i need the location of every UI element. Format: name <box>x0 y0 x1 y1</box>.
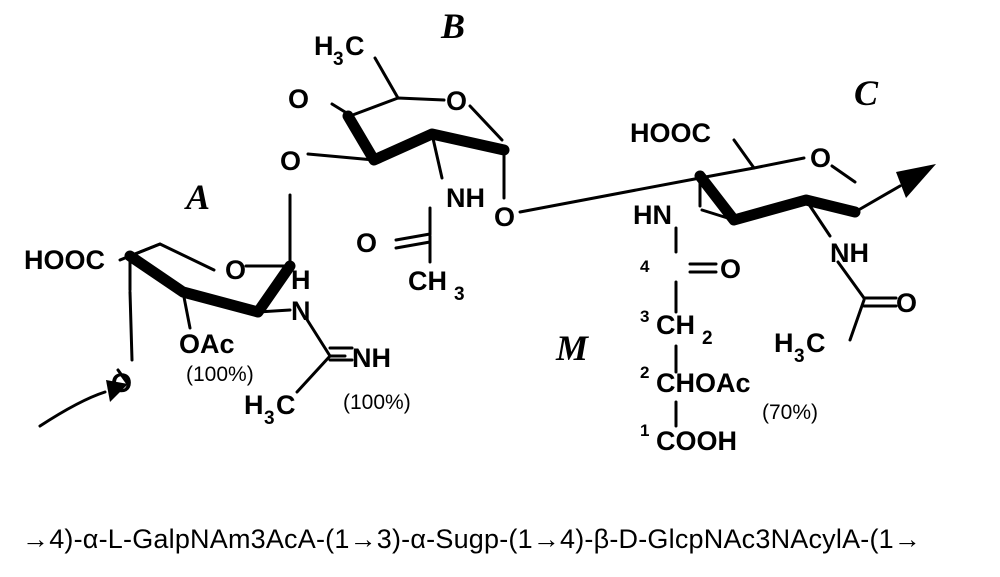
ring-b: B H 3 C O O NH O CH 3 O <box>288 6 702 305</box>
locant-2: 2 <box>640 363 649 382</box>
ring-c: C HOOC O HN NH O H 3 C <box>630 73 936 367</box>
acetyl-oxygen-c: O <box>896 288 917 318</box>
sequence-formula: →4)-α-L-GalpNAm3AcA-(1→3)-α-Sugp-(1→4)-β… <box>22 524 922 554</box>
methyl-subscript-b: 3 <box>333 49 344 70</box>
methyl-c-b: C <box>345 31 365 61</box>
ring-c-label: C <box>854 73 879 113</box>
c4-o4-bond-a <box>128 290 134 362</box>
c3-n-bond-c <box>700 208 736 222</box>
choac-percent-m: (70%) <box>762 401 818 424</box>
acetyl-oxygen-b: O <box>356 228 377 258</box>
carboxyl-a: HOOC <box>24 245 105 275</box>
methyl-h-a: H <box>244 390 264 420</box>
c2-n-bond-a <box>256 308 292 314</box>
imine-a: NH <box>352 343 391 373</box>
methyl-subscript-a: 3 <box>264 408 275 429</box>
ring-oxygen-c: O <box>810 143 831 173</box>
bridge-oxygen-b: O <box>494 202 515 232</box>
amidine-percent-a: (100%) <box>343 391 411 414</box>
c5-carboxyl-bond-c <box>732 138 756 170</box>
keto-oxygen-b: O <box>288 84 309 114</box>
methylene-m: CH <box>656 310 695 340</box>
c3-oac-bond-a <box>181 290 192 330</box>
carboxylic-acid-m: COOH <box>656 426 737 456</box>
acetyl-subscript-b: 3 <box>454 284 465 305</box>
acetyl-subscript-c: 3 <box>794 346 805 367</box>
ring-oxygen-a: O <box>225 255 246 285</box>
carboxyl-c: HOOC <box>630 118 711 148</box>
ring-oxygen-b: O <box>446 86 467 116</box>
chain-m-label: M <box>555 328 590 368</box>
ring-a: A HOOC O OAc (100%) H N NH H 3 C (100%) … <box>24 146 411 429</box>
amide-nh-b: NH <box>446 183 485 213</box>
methyl-h-b: H <box>314 31 334 61</box>
locant-3: 3 <box>640 307 649 326</box>
c3-o-bond-b <box>306 152 376 162</box>
acetyl-percent-a: (100%) <box>186 363 254 386</box>
acetyl-h-c: H <box>774 328 794 358</box>
c1-arrow-bond-c <box>853 184 902 214</box>
amidine-nitrogen-a: N <box>291 296 311 326</box>
glycosidic-bond-b-c <box>518 176 702 214</box>
choac-m: CHOAc <box>656 368 751 398</box>
methylene-subscript-m: 2 <box>702 328 713 349</box>
linkage-oxygen-a: O <box>111 368 132 398</box>
acetyl-ch-b: CH <box>408 266 447 296</box>
amide-hn-c: HN <box>633 200 672 230</box>
locant-1: 1 <box>640 421 649 440</box>
locant-4: 4 <box>640 257 650 276</box>
c2-n-bond-b <box>430 132 444 180</box>
acetyl-ester-a: OAc <box>179 329 235 359</box>
c5-carboxyl-bond-a <box>118 242 162 262</box>
c2-n-bond-c <box>804 198 832 238</box>
methyl-c-a: C <box>276 390 296 420</box>
c5-methyl-bond-b <box>373 56 400 100</box>
acyl-chain-m: M 4 O 3 CH 2 2 CHOAc (70%) 1 COOH <box>555 226 818 456</box>
n-hydrogen-a: H <box>291 265 311 295</box>
ring-a-label: A <box>184 177 210 217</box>
amide-oxygen-m: O <box>720 254 741 284</box>
acetyl-c-c: C <box>806 328 826 358</box>
glycosidic-oxygen-a: O <box>280 146 301 176</box>
amide-nh-c: NH <box>830 238 869 268</box>
ring-b-label: B <box>440 6 465 46</box>
